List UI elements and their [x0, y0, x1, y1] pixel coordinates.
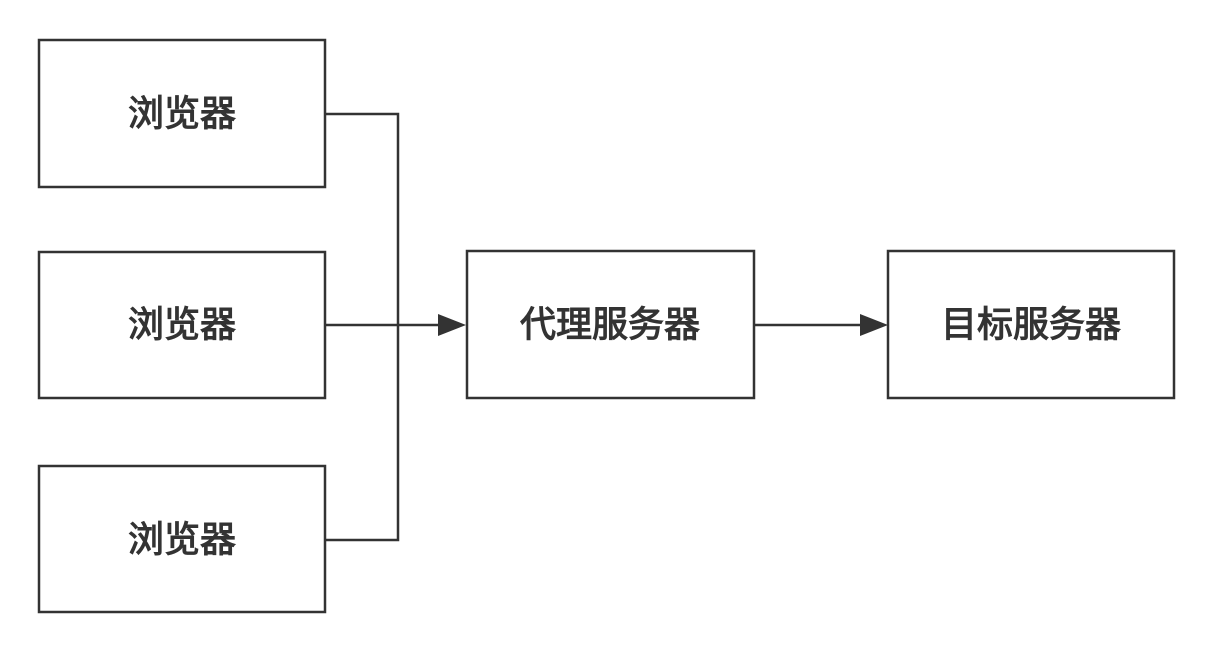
- node-target-server-label: 目标服务器: [941, 305, 1122, 346]
- node-proxy-server: 代理服务器: [465, 249, 756, 400]
- node-browser-3-label: 浏览器: [128, 520, 237, 561]
- node-browser-3: 浏览器: [37, 464, 327, 614]
- connectors: [325, 112, 888, 542]
- node-target-server: 目标服务器: [886, 249, 1176, 400]
- node-proxy-server-label: 代理服务器: [519, 305, 701, 346]
- node-browser-2-label: 浏览器: [128, 305, 237, 346]
- arrowhead-to-target: [860, 314, 888, 336]
- arrowhead-to-proxy: [438, 314, 466, 336]
- node-browser-1: 浏览器: [37, 38, 327, 189]
- edge-browser-3-to-proxy: [325, 330, 400, 542]
- node-browser-2: 浏览器: [37, 250, 327, 400]
- edge-browser-1-to-proxy: [325, 112, 400, 330]
- node-browser-1-label: 浏览器: [128, 94, 237, 135]
